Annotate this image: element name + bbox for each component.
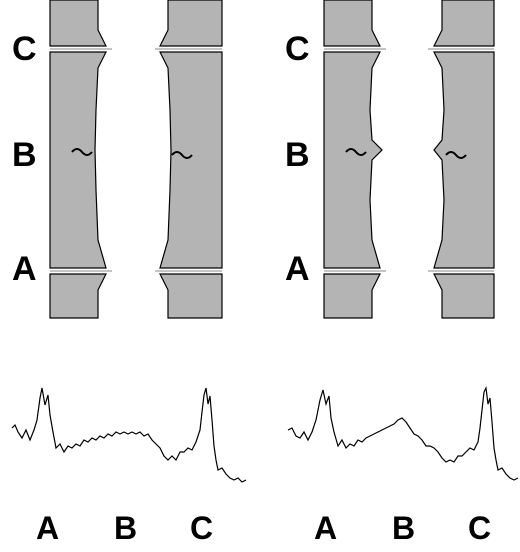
tube-wall-right xyxy=(433,0,495,47)
side-label-bottom: A xyxy=(285,250,310,288)
trace-label-b: B xyxy=(392,510,416,546)
right-panel xyxy=(287,0,519,481)
side-label-middle: B xyxy=(12,136,37,174)
tilde-mark xyxy=(445,151,467,159)
tube-wall-left xyxy=(49,51,107,269)
trace-label-c: C xyxy=(468,510,492,546)
side-label-top: C xyxy=(285,30,310,68)
tilde-mark xyxy=(171,151,193,159)
pressure-trace xyxy=(11,387,247,483)
tilde-mark xyxy=(71,148,93,156)
side-label-middle: B xyxy=(285,136,310,174)
left-panel xyxy=(11,0,247,483)
tube-wall-right xyxy=(159,0,223,47)
tube-wall-right xyxy=(433,51,495,269)
tube-wall-left xyxy=(323,51,383,269)
tube-wall-left xyxy=(323,0,381,47)
trace-label-b: B xyxy=(114,510,138,546)
trace-label-a: A xyxy=(314,510,338,546)
tilde-mark xyxy=(345,148,367,156)
tube-wall-left xyxy=(49,0,107,47)
trace-label-c: C xyxy=(190,510,214,546)
pressure-trace xyxy=(287,385,519,481)
side-label-top: C xyxy=(12,30,37,68)
tube-wall-right xyxy=(433,273,495,319)
tube-wall-left xyxy=(323,273,381,319)
tube-wall-right xyxy=(159,51,223,269)
tube-wall-right xyxy=(159,273,223,319)
trace-label-a: A xyxy=(36,510,60,546)
side-label-bottom: A xyxy=(12,250,37,288)
tube-wall-left xyxy=(49,273,107,319)
